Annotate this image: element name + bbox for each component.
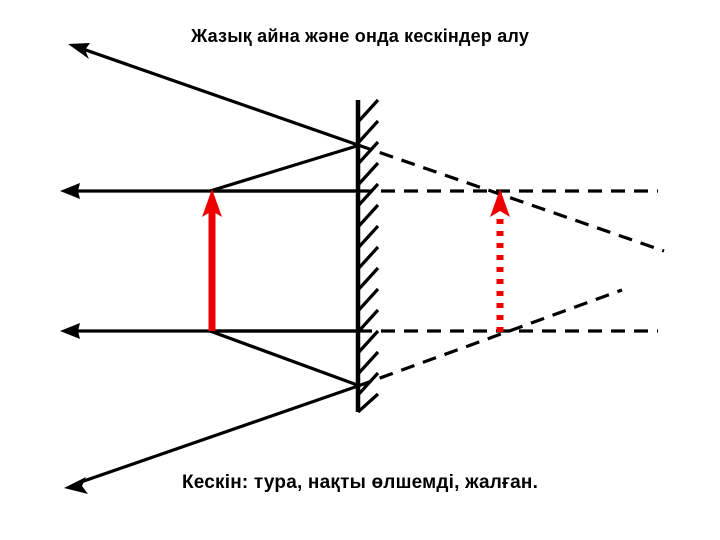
object-arrow: [202, 189, 222, 331]
virtual-ray-top-line: [357, 143, 665, 253]
mirror-hatch: [356, 350, 380, 376]
mirror-hatch: [356, 182, 380, 208]
reflected-ray-top-oblique-line: [79, 46, 359, 147]
mirror-hatch: [356, 224, 380, 250]
diagram-caption: Кескін: тура, нақты өлшемді, жалған.: [181, 472, 539, 493]
mirror-hatch: [356, 245, 380, 271]
reflected-ray-top-horizontal-arrowhead: [60, 183, 80, 199]
incident-ray-top-oblique-line: [209, 143, 361, 193]
mirror-hatch: [356, 329, 380, 355]
virtual-ray-bottom-line: [357, 288, 623, 388]
object-arrow-head: [202, 189, 222, 217]
reflected-ray-bottom-oblique-line: [77, 384, 359, 485]
reflected-ray-bottom-oblique-arrowhead: [64, 477, 88, 494]
incident-ray-bottom-oblique-line: [209, 329, 361, 388]
mirror-hatch: [356, 392, 380, 414]
mirror-hatch: [356, 161, 380, 187]
mirror-hatch: [356, 266, 380, 292]
image-arrow: [490, 189, 510, 332]
reflected-ray-bottom-horizontal-arrowhead: [60, 323, 80, 339]
mirror-hatch: [356, 140, 380, 166]
mirror-hatch: [356, 287, 380, 313]
mirror-hatch: [356, 119, 380, 145]
reflected-ray-top-oblique-arrowhead: [68, 43, 90, 59]
mirror-hatch: [356, 203, 380, 229]
mirror-hatch: [356, 98, 380, 124]
page-title: Жазық айна және онда кескіндер алу: [190, 26, 530, 46]
image-arrow-head: [490, 189, 510, 217]
mirror-hatch: [356, 308, 380, 334]
